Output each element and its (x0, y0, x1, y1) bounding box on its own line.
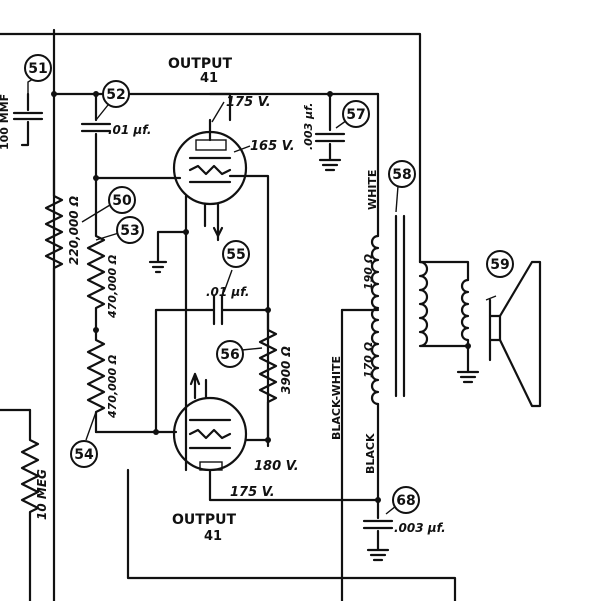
wire-black-white-label: BLACK-WHITE (330, 356, 343, 440)
res-54-value: 470,000 Ω (106, 355, 119, 419)
callout-51: 51 (24, 54, 52, 82)
callout-68: 68 (392, 486, 420, 514)
resistor-56: 3900 Ω (241, 308, 293, 442)
callout-52: 52 (102, 80, 130, 108)
svg-text:52: 52 (106, 87, 125, 103)
wire-black-label: BLACK (364, 433, 377, 474)
xfmr-upper-value: 190 Ω (362, 254, 375, 290)
svg-text:68: 68 (396, 493, 415, 509)
tube-bottom-cathode-voltage: 180 V. (254, 459, 299, 474)
svg-text:53: 53 (120, 223, 139, 239)
callout-50: 50 (108, 186, 136, 214)
callout-57: 57 (342, 100, 370, 128)
svg-text:54: 54 (74, 447, 94, 463)
resistor-54: 470,000 Ω (85, 328, 119, 441)
cap-51-value: 100 MMF (0, 94, 11, 150)
cap-57-value: .003 µf. (302, 103, 315, 150)
cap-68-value: .003 µf. (394, 521, 446, 535)
cap-55-value: .01 µf. (206, 285, 249, 299)
callout-55: 55 (222, 240, 250, 268)
resistor-10meg: 10 MEG (20, 408, 49, 601)
resistor-53: 470,000 Ω (86, 176, 123, 332)
wire-white-label: WHITE (366, 170, 379, 210)
svg-text:51: 51 (28, 61, 47, 77)
svg-text:58: 58 (392, 167, 411, 183)
speaker-59 (456, 260, 542, 408)
leader-165v (233, 145, 251, 153)
tube-bottom-plate-voltage: 175 V. (230, 485, 275, 500)
tube-bottom-title: OUTPUT (172, 512, 236, 528)
callout-54: 54 (70, 440, 98, 468)
capacitor-52: .01 µf. (80, 92, 151, 180)
callout-53: 53 (116, 216, 144, 244)
tube-bottom (172, 372, 380, 502)
tube-top-type: 41 (200, 71, 218, 86)
svg-text:59: 59 (490, 257, 509, 273)
res-50-value: 220,000 Ω (67, 196, 81, 265)
res-left-value: 10 MEG (35, 469, 49, 520)
output-transformer-58 (340, 92, 470, 576)
tube-top-screen-voltage: 165 V. (250, 139, 295, 154)
resistor-50: 220,000 Ω (44, 158, 111, 302)
leader-175v-top (211, 101, 225, 123)
capacitor-51: 100 MMF (0, 75, 44, 150)
tube-top (148, 92, 270, 472)
svg-text:50: 50 (112, 193, 132, 209)
svg-text:55: 55 (226, 247, 245, 263)
svg-text:56: 56 (220, 347, 239, 363)
frame-wiring (0, 28, 457, 601)
cap-52-value: .01 µf. (108, 123, 151, 137)
junction-dots (51, 91, 471, 503)
callout-58: 58 (388, 160, 416, 188)
res-53-value: 470,000 Ω (106, 255, 119, 319)
tube-bottom-type: 41 (204, 529, 222, 544)
tube-top-plate-voltage: 175 V. (226, 95, 271, 110)
callout-56: 56 (216, 340, 244, 368)
callout-59: 59 (486, 250, 514, 278)
capacitor-57: .003 µf. (302, 92, 351, 172)
res-56-value: 3900 Ω (279, 346, 293, 394)
xfmr-lower-value: 170 Ω (362, 342, 375, 378)
tube-top-title: OUTPUT (168, 56, 232, 72)
capacitor-55: .01 µf. (154, 269, 270, 434)
svg-text:57: 57 (346, 107, 365, 123)
